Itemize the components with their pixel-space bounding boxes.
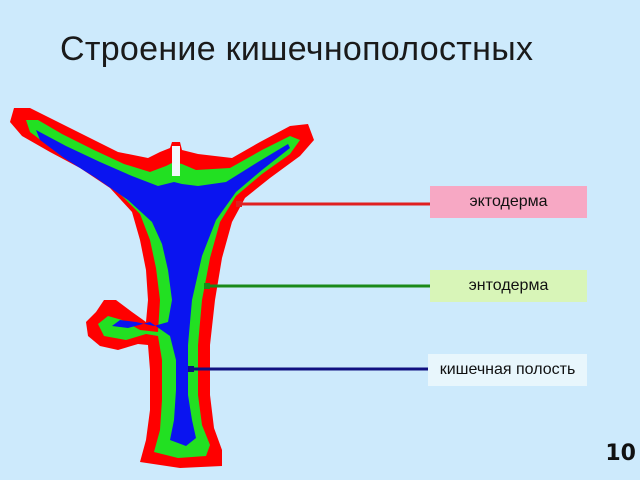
mouth-opening [172,146,180,176]
endoderm-layer [26,120,300,458]
ectoderm-pointer-tip [236,201,242,207]
cavity-pointer-tip [188,366,194,372]
ectoderm-label: эктодерма [430,186,587,218]
page-number: 10 [605,441,636,466]
endoderm-label: энтодерма [430,270,587,302]
gastric-cavity [36,130,290,446]
endoderm-pointer-tip [204,283,210,289]
gastric-cavity-label: кишечная полость [428,354,587,386]
slide-title: Строение кишечнополостных [60,30,534,68]
